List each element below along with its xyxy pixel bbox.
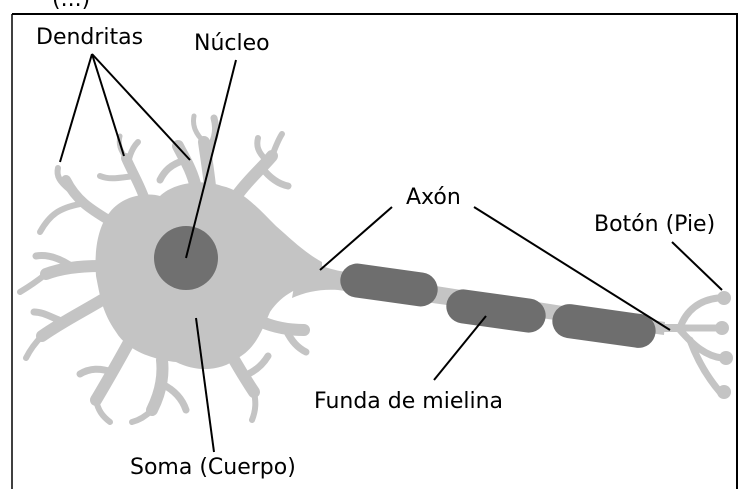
label-boton: Botón (Pie)	[594, 212, 715, 237]
leader-funda	[434, 316, 486, 380]
terminal-branch-1	[680, 298, 718, 328]
dendrite-2a	[100, 176, 134, 178]
dendrite-5c	[257, 138, 266, 160]
bouton-1	[717, 291, 731, 305]
label-axon: Axón	[406, 185, 461, 210]
bouton-2	[715, 321, 729, 335]
leader-axon	[320, 207, 392, 270]
label-nucleo: Núcleo	[194, 31, 270, 56]
dendrite-3a	[160, 160, 186, 180]
dendrite-9b	[132, 410, 152, 422]
terminal-branch-4	[690, 340, 720, 392]
dendrite-3	[178, 146, 196, 188]
leader-boton	[672, 242, 722, 290]
dendrite-5a	[262, 168, 288, 186]
myelin-segment-1	[338, 261, 440, 308]
dendrite-6b	[20, 274, 46, 292]
myelin-segment-2	[444, 287, 548, 335]
bouton-3	[719, 351, 733, 365]
label-soma: Soma (Cuerpo)	[130, 455, 296, 480]
label-dendritas: Dendritas	[36, 25, 143, 50]
bouton-4	[717, 385, 731, 399]
myelin-segment-3	[550, 302, 658, 350]
dendrite-7b	[26, 336, 42, 358]
terminal-branch-3	[680, 330, 722, 358]
dendrite-9a	[162, 384, 186, 410]
leader-dendritas-3	[92, 54, 190, 160]
dendrite-4b	[193, 116, 204, 142]
dendrite-10a	[244, 356, 268, 376]
dendrite-1a	[40, 204, 80, 232]
leader-dendritas-1	[60, 54, 92, 162]
top-clipped-text: (...)	[52, 0, 90, 12]
label-funda: Funda de mielina	[314, 389, 503, 414]
dendrite-10b	[252, 392, 255, 420]
dendrite-2b	[128, 142, 138, 164]
dendrite-8b	[96, 400, 110, 422]
leader-dendritas-2	[92, 54, 124, 156]
dendrite-7a	[34, 312, 64, 322]
dendrite-8a	[80, 369, 112, 374]
myelin-sheath	[338, 261, 658, 350]
axon-terminals	[715, 291, 733, 399]
